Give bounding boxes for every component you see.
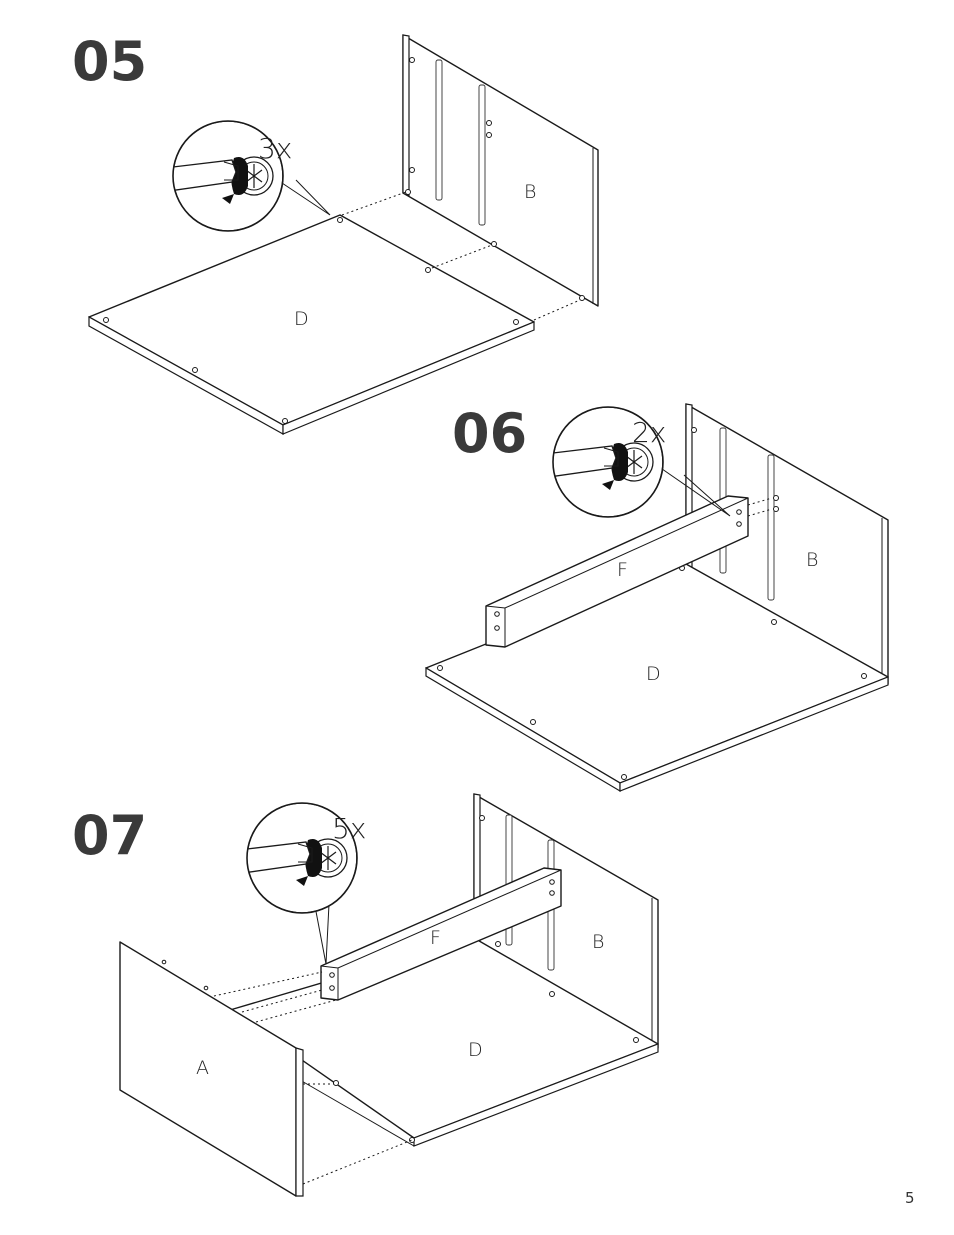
quantity-label: 3x [258, 132, 292, 165]
quantity-label: 5x [332, 812, 366, 845]
step-07: 07 B D [72, 794, 658, 1196]
step-number: 05 [72, 30, 147, 93]
part-label-b: B [806, 549, 818, 571]
part-label-f: F [430, 927, 441, 949]
part-label-d: D [468, 1039, 483, 1061]
page-number: 5 [905, 1189, 915, 1207]
part-label-a: A [196, 1057, 209, 1079]
quantity-label: 2x [632, 416, 666, 449]
part-label-b: B [524, 181, 536, 203]
part-label-d: D [646, 663, 661, 685]
part-label-b: B [592, 931, 604, 953]
part-label-d: D [294, 308, 309, 330]
part-label-f: F [617, 559, 628, 581]
step-06: 06 B D [426, 402, 888, 791]
step-number: 07 [72, 804, 147, 867]
step-number: 06 [452, 402, 527, 465]
panel-a: A [120, 942, 303, 1196]
step-05: 05 B [72, 30, 598, 434]
